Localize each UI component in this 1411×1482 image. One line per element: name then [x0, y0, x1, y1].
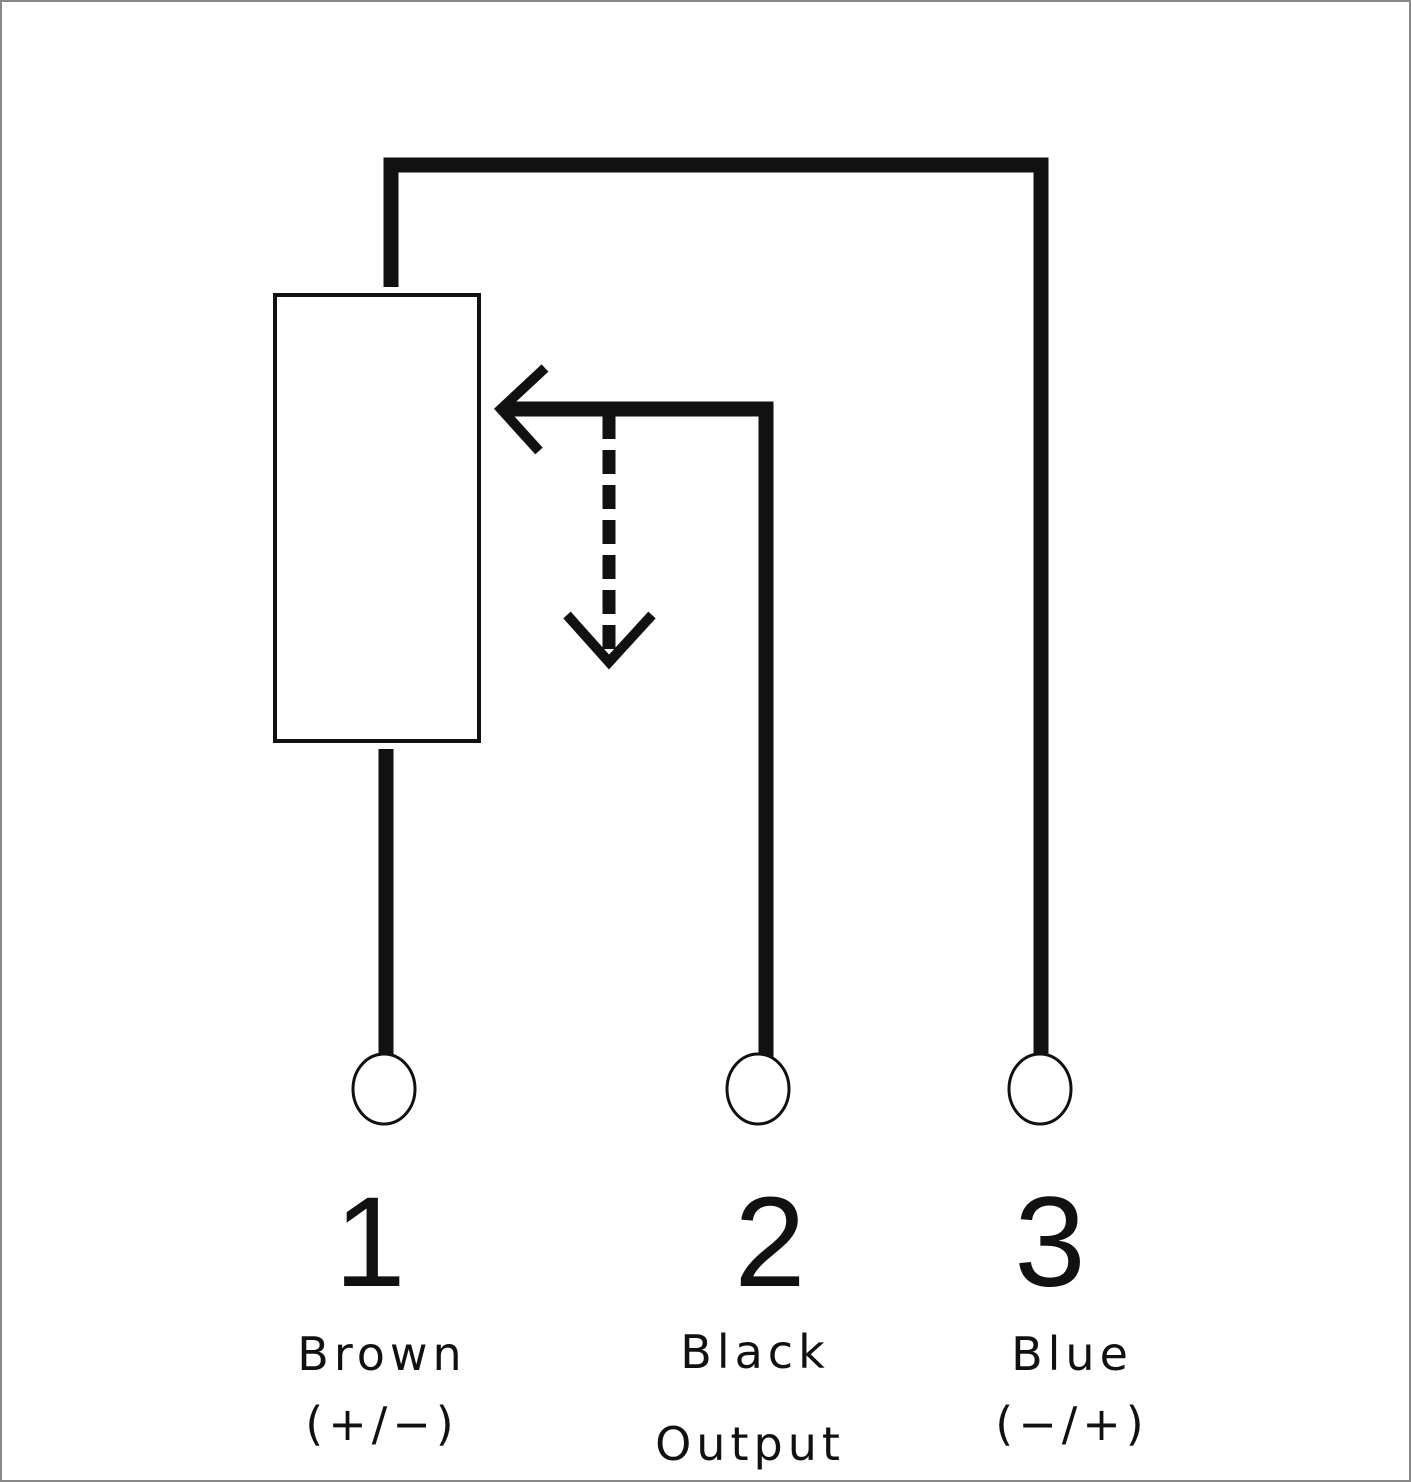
wiper-arrowhead [493, 364, 549, 455]
pin-1-color-label: Brown [297, 1327, 466, 1381]
pin-1-terminal [351, 1052, 417, 1126]
wire-resistor-to-pin-3 [383, 157, 1049, 1057]
pin-3-terminal [1007, 1052, 1073, 1126]
pin-1-number: 1 [334, 1171, 405, 1314]
wiper-travel-arrowhead [563, 611, 656, 670]
pin-3-polarity-label: (−/+) [995, 1397, 1148, 1451]
pin-1-polarity-label: (+/−) [305, 1397, 458, 1451]
pin-2-number: 2 [734, 1171, 805, 1314]
pin-2-color-label: Black [680, 1325, 829, 1379]
pin-3-color-label: Blue [1011, 1327, 1133, 1381]
wire-wiper-to-pin-2 [503, 401, 774, 1057]
pin-2-terminal [725, 1052, 791, 1126]
resistor-body [273, 293, 481, 743]
pin-2-function-label: Output [655, 1417, 845, 1471]
pin-3-number: 3 [1014, 1171, 1085, 1314]
